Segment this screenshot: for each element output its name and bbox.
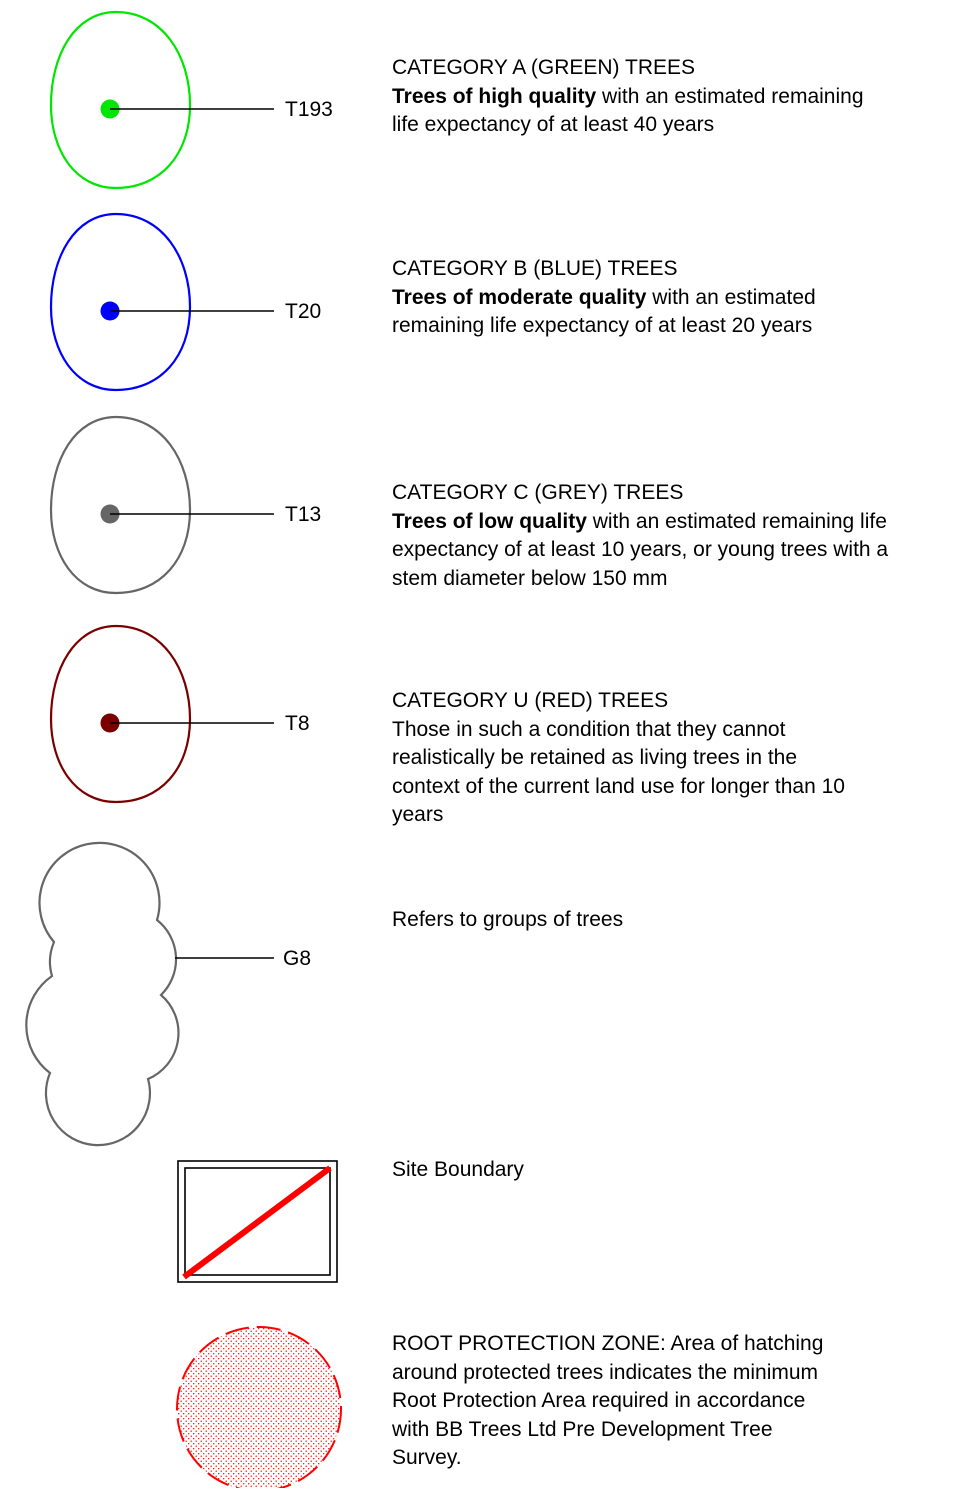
- tree-group-symbol: G8: [25, 841, 311, 1147]
- tree-symbol-category-c: T13: [49, 415, 321, 595]
- tree-tag-c: T13: [285, 503, 321, 526]
- category-b-line-1-rest: with an estimated: [646, 285, 816, 309]
- rpz-line-4: with BB Trees Ltd Pre Development Tree: [392, 1417, 773, 1441]
- category-a-line-1: Trees of high quality with an estimated …: [392, 83, 962, 112]
- site-boundary-symbol: [177, 1160, 338, 1283]
- group-cloud-outline: [25, 841, 180, 1147]
- tree-tag-b: T20: [285, 300, 321, 323]
- category-c-line-3: stem diameter below 150 mm: [392, 566, 668, 590]
- category-b-heading: CATEGORY B (BLUE) TREES: [392, 257, 678, 280]
- rpz-line-3: Root Protection Area required in accorda…: [392, 1389, 806, 1412]
- category-u-line-1: Those in such a condition that they cann…: [392, 717, 786, 741]
- category-u-line-3: context of the current land use for long…: [392, 774, 845, 798]
- category-c-line-1: Trees of low quality with an estimated r…: [392, 508, 962, 537]
- category-a-description: CATEGORY A (GREEN) TREES Trees of high q…: [392, 54, 962, 140]
- rpz-dashed-outline: [176, 1326, 342, 1488]
- category-u-description: CATEGORY U (RED) TREES Those in such a c…: [392, 687, 962, 830]
- category-a-line-1-rest: with an estimated remaining: [596, 84, 864, 108]
- category-c-line-2: expectancy of at least 10 years, or youn…: [392, 538, 889, 561]
- group-text: Refers to groups of trees: [392, 908, 624, 931]
- tree-symbol-category-a: T193: [49, 10, 333, 190]
- site-boundary-red-line: [182, 1165, 332, 1280]
- tree-tag-u: T8: [285, 712, 310, 735]
- canopy-outline-b: [49, 212, 192, 392]
- group-description: Refers to groups of trees: [392, 906, 962, 935]
- site-boundary-description: Site Boundary: [392, 1156, 962, 1185]
- category-c-heading: CATEGORY C (GREY) TREES: [392, 481, 684, 504]
- category-u-heading: CATEGORY U (RED) TREES: [392, 689, 669, 712]
- site-boundary-outer-frame: [177, 1160, 338, 1283]
- category-c-line-1-rest: with an estimated remaining life: [586, 509, 887, 533]
- category-b-description: CATEGORY B (BLUE) TREES Trees of moderat…: [392, 255, 962, 341]
- tree-symbol-category-u: T8: [49, 624, 310, 804]
- category-u-line-2: realistically be retained as living tree…: [392, 746, 798, 769]
- category-u-line-4: years: [392, 803, 444, 826]
- canopy-outline-u: [49, 624, 192, 804]
- category-c-description: CATEGORY C (GREY) TREES Trees of low qua…: [392, 479, 962, 593]
- category-b-line-1: Trees of moderate quality with an estima…: [392, 284, 962, 313]
- category-b-bold: Trees of moderate quality: [392, 285, 647, 309]
- category-a-line-2: life expectancy of at least 40 years: [392, 113, 715, 136]
- root-protection-zone-symbol: [176, 1326, 342, 1488]
- category-b-line-2: remaining life expectancy of at least 20…: [392, 314, 813, 337]
- site-boundary-text: Site Boundary: [392, 1158, 524, 1181]
- site-boundary-inner-frame: [184, 1167, 331, 1276]
- category-a-heading: CATEGORY A (GREEN) TREES: [392, 56, 696, 79]
- root-protection-description: ROOT PROTECTION ZONE: Area of hatching a…: [392, 1330, 962, 1473]
- category-c-bold: Trees of low quality: [392, 509, 587, 533]
- rpz-line-1: ROOT PROTECTION ZONE: Area of hatching: [392, 1332, 824, 1355]
- rpz-hatch-fill: [177, 1327, 341, 1488]
- group-tag: G8: [283, 947, 311, 970]
- rpz-line-5: Survey.: [392, 1446, 462, 1469]
- canopy-outline-a: [49, 10, 192, 190]
- rpz-line-2: around protected trees indicates the min…: [392, 1360, 819, 1384]
- tree-symbol-category-b: T20: [49, 212, 321, 392]
- tree-tag-a: T193: [285, 98, 333, 121]
- canopy-outline-c: [49, 415, 192, 595]
- category-a-bold: Trees of high quality: [392, 84, 597, 108]
